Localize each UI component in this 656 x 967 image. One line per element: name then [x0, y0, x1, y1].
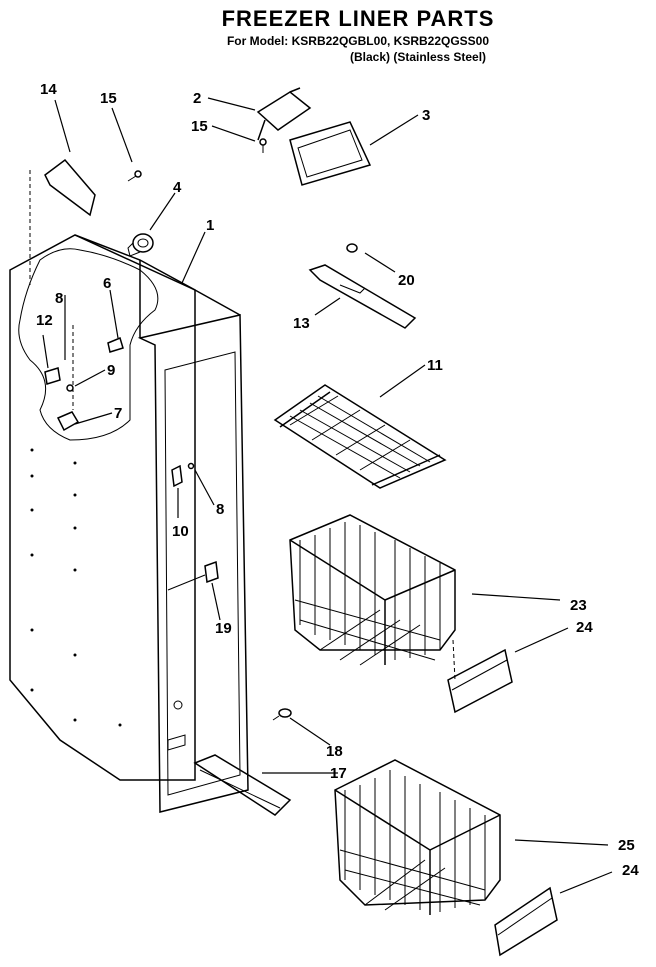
callout-12: 12 [36, 312, 53, 329]
callout-24-lower: 24 [622, 862, 639, 879]
page-title: FREEZER LINER PARTS [221, 6, 495, 31]
callout-13: 13 [293, 315, 310, 332]
part-23-upper-basket [289, 514, 456, 666]
callout-6: 6 [103, 275, 111, 292]
part-24-lower-trim [494, 886, 558, 957]
callout-3: 3 [422, 107, 430, 124]
callout-14: 14 [40, 81, 57, 98]
part-18-screw [272, 708, 292, 721]
part-3-shelf-panel [289, 121, 372, 186]
callout-15-upper: 15 [191, 118, 208, 135]
part-13-shelf-support [308, 264, 417, 329]
callout-23: 23 [570, 597, 587, 614]
part-25-lower-basket [334, 759, 501, 915]
callout-2: 2 [193, 90, 201, 107]
part-9-screw [66, 384, 74, 392]
part-12-clip [44, 367, 61, 385]
part-20-screw [346, 243, 358, 253]
callout-1: 1 [206, 217, 214, 234]
freezer-liner-cabinet [9, 234, 249, 813]
part-15-screw-upper [259, 138, 267, 153]
part-6-clip [107, 336, 124, 353]
callout-9: 9 [107, 362, 115, 379]
part-11-wire-shelf [273, 384, 447, 489]
callout-7: 7 [114, 405, 122, 422]
cabinet-holes [30, 448, 122, 727]
callout-24-upper: 24 [576, 619, 593, 636]
part-4-thermostat-knob [127, 233, 154, 257]
leader-lines [29, 97, 613, 894]
part-8-screw-frame [187, 462, 195, 470]
part-2-bracket [256, 87, 312, 141]
callout-20: 20 [398, 272, 415, 289]
callout-labels: 14 15 4 1 2 15 3 20 13 11 6 8 12 9 7 10 … [36, 81, 639, 879]
callout-11: 11 [427, 357, 443, 374]
part-19-bracket [204, 560, 219, 584]
callout-4: 4 [173, 179, 182, 196]
part-10-bracket [171, 464, 183, 488]
part-14-bracket [44, 158, 96, 217]
callout-25: 25 [618, 837, 635, 854]
part-7-light-socket [56, 411, 80, 432]
callout-19: 19 [215, 620, 232, 637]
callout-18: 18 [326, 743, 343, 760]
callout-17: 17 [330, 765, 347, 782]
callout-8-left: 8 [55, 290, 63, 307]
variant-line: (Black) (Stainless Steel) [349, 50, 487, 64]
callout-8-frame: 8 [216, 501, 224, 518]
part-24-upper-trim [447, 648, 513, 714]
part-17-bottom-trim [193, 754, 292, 816]
callout-10: 10 [172, 523, 189, 540]
callout-15-left: 15 [100, 90, 117, 107]
part-15-screw-left [127, 170, 142, 182]
model-line: For Model: KSRB22QGBL00, KSRB22QGSS00 [226, 34, 490, 48]
